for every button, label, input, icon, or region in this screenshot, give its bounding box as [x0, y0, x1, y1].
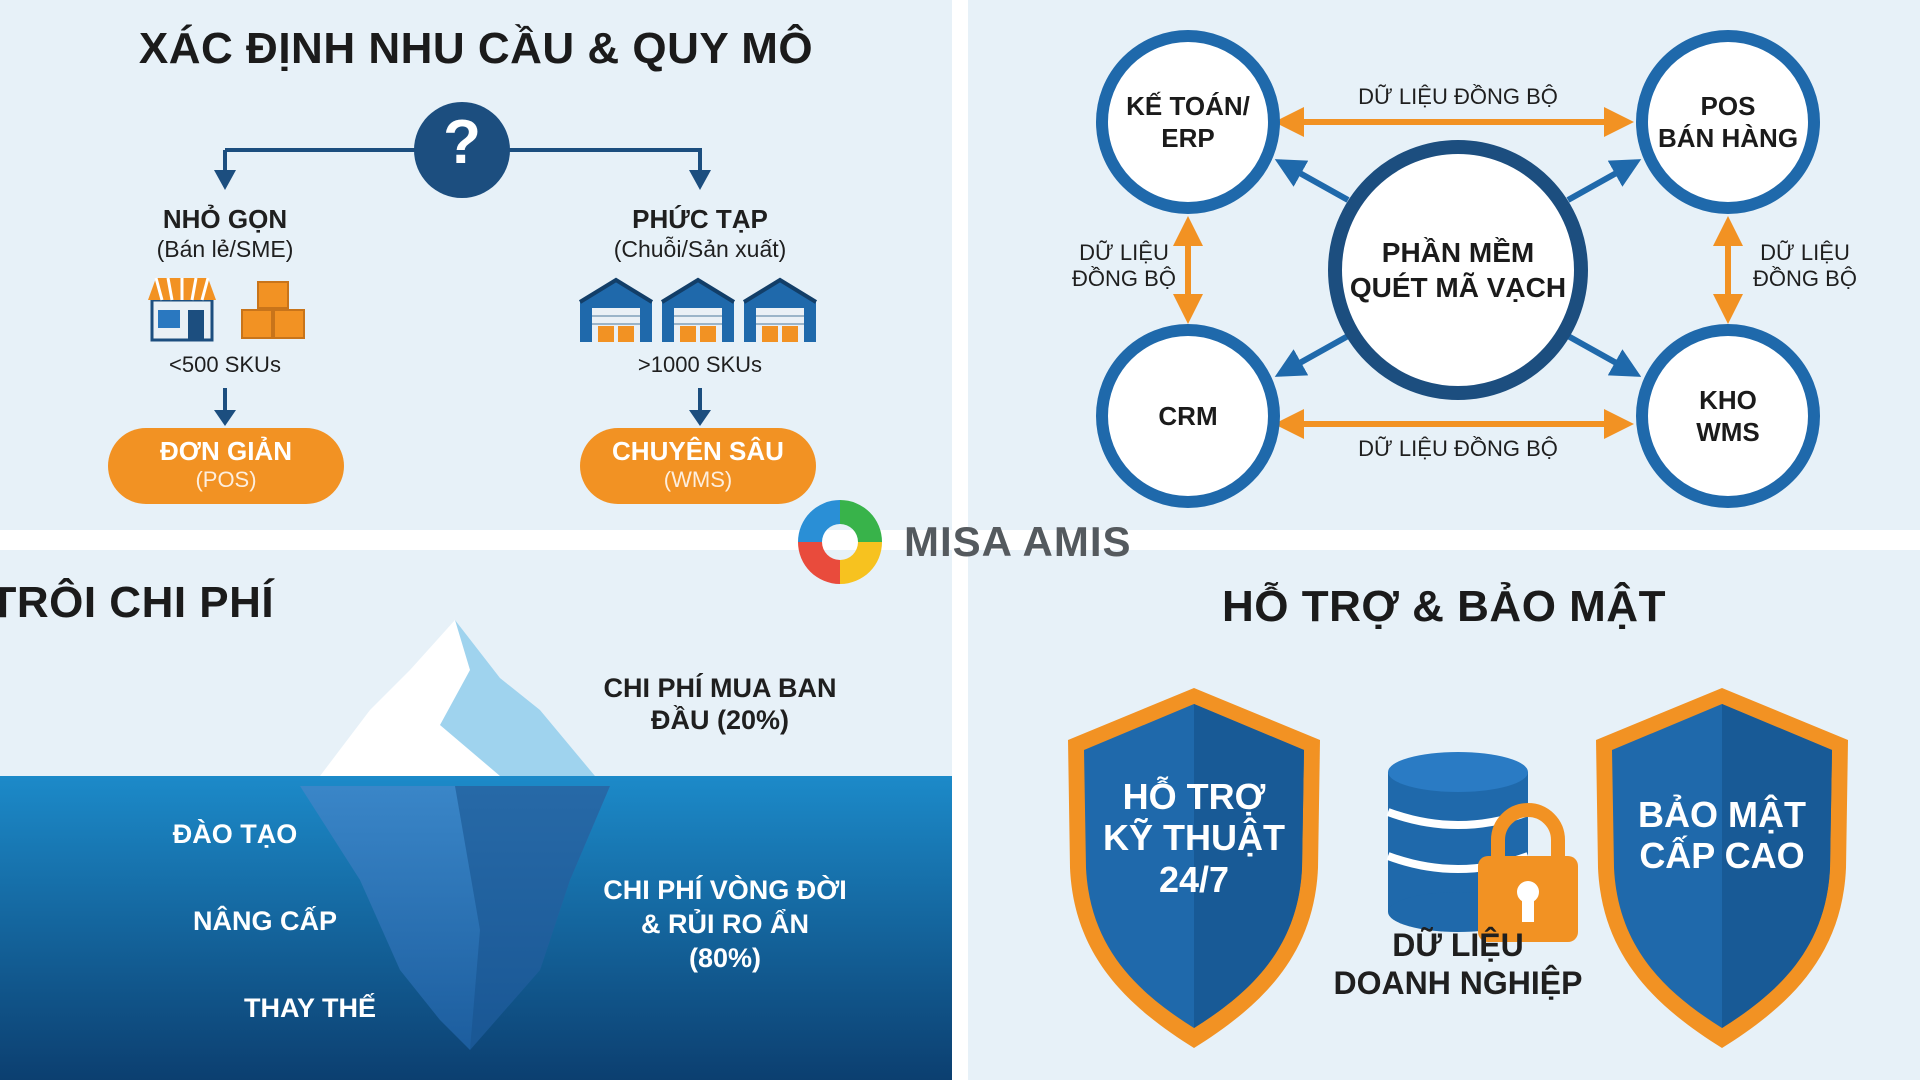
warehouse-icon — [660, 277, 736, 342]
needs-panel: XÁC ĐỊNH NHU CẦU & QUY MÔ ? NHỎ GỌN (Bán… — [0, 0, 952, 530]
iceberg-title: TẢNG BĂNG TRÔI CHI PHÍ — [0, 578, 275, 627]
tech-support-text: HỖ TRỢ KỸ THUẬT 24/7 — [1094, 776, 1294, 900]
small-desc: (Bán lẻ/SME) — [156, 236, 294, 262]
sync-label-left: DỮ LIỆU ĐỒNG BỘ — [1064, 240, 1184, 293]
arrow-to-pos — [1566, 159, 1642, 203]
lifecycle-line1: CHI PHÍ VÒNG ĐỜI — [603, 875, 847, 905]
integration-arrows — [1173, 107, 1743, 439]
complex-label: PHỨC TẠP — [632, 204, 768, 234]
sync-left-line2: ĐỒNG BỘ — [1072, 266, 1176, 292]
sync-left-line1: DỮ LIỆU — [1079, 240, 1169, 265]
tech-support-line1: HỖ TRỢ — [1122, 776, 1266, 817]
sync-right-line2: ĐỒNG BỘ — [1753, 266, 1857, 292]
support-graphics — [1068, 688, 1848, 1048]
warehouse-icon — [742, 277, 818, 342]
advanced-sub: (WMS) — [663, 467, 733, 492]
misa-amis-wordmark: MISA AMIS — [904, 518, 1132, 565]
question-circle-icon — [414, 102, 510, 198]
tech-support-line2: KỸ THUẬT — [1103, 817, 1285, 859]
training-label: ĐÀO TẠO — [172, 819, 298, 849]
enterprise-line1: DỮ LIỆU — [1392, 927, 1524, 963]
crm-node: CRM — [1096, 324, 1280, 508]
arrow-to-erp — [1274, 159, 1350, 203]
shield-icon — [1596, 688, 1848, 1048]
sync-right-line1: DỮ LIỆU — [1760, 240, 1850, 265]
lifecycle-line2: & RỦI RO ẨN — [641, 908, 809, 939]
advanced-label: CHUYÊN SÂU — [612, 436, 784, 466]
needs-diagram-graphics — [148, 102, 818, 426]
tech-support-line3: 24/7 — [1158, 858, 1230, 900]
arrow-to-crm — [1274, 333, 1350, 377]
iceberg-graphics — [0, 620, 952, 1080]
support-title: HỖ TRỢ & BẢO MẬT — [1222, 582, 1666, 631]
security-line2: CẤP CAO — [1639, 835, 1805, 877]
arrow-down-right — [689, 170, 711, 190]
simple-pos-badge: ĐƠN GIẢN (POS) — [108, 428, 344, 504]
complex-desc: (Chuỗi/Sản xuất) — [613, 236, 787, 262]
wms-node: KHO WMS — [1636, 324, 1820, 508]
misa-logo-mark — [798, 500, 882, 584]
security-line1: BẢO MẬT — [1638, 794, 1806, 835]
arrow-down-left — [214, 170, 236, 190]
needs-title: XÁC ĐỊNH NHU CẦU & QUY MÔ — [138, 24, 814, 73]
lock-icon — [1478, 803, 1578, 942]
replace-label: THAY THẾ — [243, 993, 377, 1023]
lifecycle-cost-label: CHI PHÍ VÒNG ĐỜI & RỦI RO ẨN (80%) — [575, 874, 875, 975]
warehouse-icon — [578, 277, 654, 342]
arrow-to-wms — [1566, 333, 1642, 377]
enterprise-data-label: DỮ LIỆU DOANH NGHIỆP — [1308, 926, 1608, 1003]
upfront-line1: CHI PHÍ MUA BAN — [603, 673, 837, 703]
warehouse-group — [578, 277, 818, 342]
store-icon — [148, 277, 216, 342]
upfront-line2: ĐẦU (20%) — [650, 705, 790, 736]
advanced-wms-badge: CHUYÊN SÂU (WMS) — [580, 428, 816, 504]
integration-panel: KẾ TOÁN/ ERP POS BÁN HÀNG CRM KHO WMS PH… — [968, 0, 1920, 530]
sync-label-bottom: DỮ LIỆU ĐỒNG BỘ — [1358, 436, 1558, 461]
simple-sub: (POS) — [195, 467, 257, 492]
simple-label: ĐƠN GIẢN — [160, 436, 292, 466]
question-mark: ? — [443, 108, 481, 177]
misa-amis-logo: MISA AMIS — [792, 492, 1132, 592]
shield-icon — [1068, 688, 1320, 1048]
sync-label-right: DỮ LIỆU ĐỒNG BỘ — [1740, 240, 1870, 293]
erp-node: KẾ TOÁN/ ERP — [1096, 30, 1280, 214]
iceberg-tip-shade — [440, 620, 595, 776]
complex-skus: >1000 SKUs — [637, 352, 763, 377]
small-label: NHỎ GỌN — [162, 204, 288, 234]
small-skus: <500 SKUs — [169, 352, 281, 377]
sync-label-top: DỮ LIỆU ĐỒNG BỘ — [1358, 84, 1558, 109]
pos-node: POS BÁN HÀNG — [1636, 30, 1820, 214]
lifecycle-line3: (80%) — [688, 942, 762, 973]
arrow-down-complex — [689, 410, 711, 426]
support-panel: HỖ TRỢ & BẢO MẬT HỖ TRỢ KỸ THUẬT 24/7 BẢ… — [968, 550, 1920, 1080]
upgrade-label: NÂNG CẤP — [192, 906, 337, 936]
enterprise-line2: DOANH NGHIỆP — [1333, 965, 1583, 1002]
upfront-cost-label: CHI PHÍ MUA BAN ĐẦU (20%) — [570, 672, 870, 737]
security-text: BẢO MẬT CẤP CAO — [1622, 794, 1822, 877]
barcode-software-node: PHẦN MỀM QUÉT MÃ VẠCH — [1328, 140, 1588, 400]
boxes-icon — [241, 281, 305, 339]
iceberg-panel: TẢNG BĂNG TRÔI CHI PHÍ CHI PHÍ MUA BAN Đ… — [0, 550, 952, 1080]
arrow-down-small — [214, 410, 236, 426]
